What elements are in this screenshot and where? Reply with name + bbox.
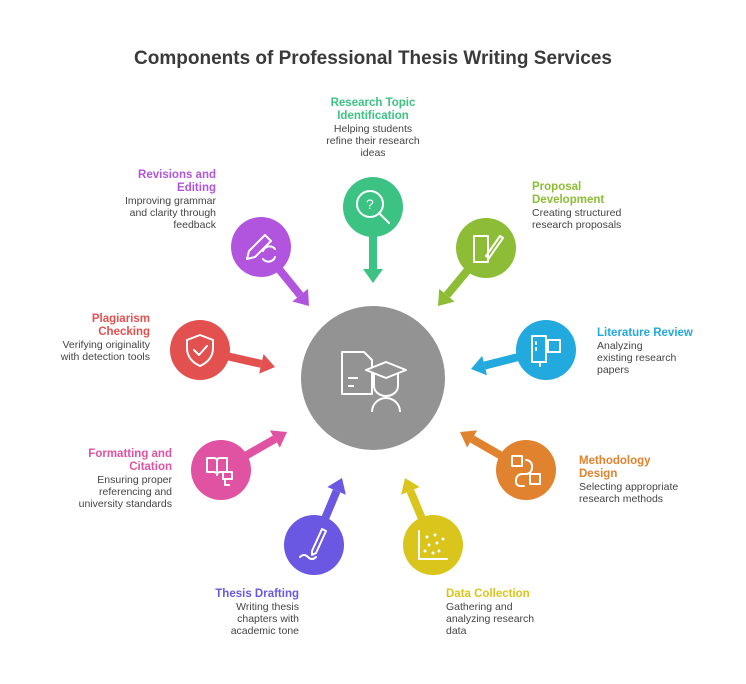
- label-desc: Ensuring proper referencing and universi…: [78, 474, 172, 510]
- node-formatting: [191, 430, 287, 500]
- label-plagiarism: Plagiarism Checking Verifying originalit…: [40, 313, 150, 363]
- book-quote-icon: [206, 457, 233, 486]
- node-circle: [170, 320, 230, 380]
- label-data: Data Collection Gathering and analyzing …: [446, 588, 556, 637]
- scatter-plot-icon: [418, 530, 448, 560]
- head-question-magnifier-icon: ?: [356, 190, 390, 224]
- label-drafting: Thesis Drafting Writing thesis chapters …: [189, 588, 299, 637]
- label-title: Revisions and Editing: [138, 169, 216, 194]
- label-title: Literature Review: [597, 327, 693, 339]
- arrow-head: [471, 355, 488, 376]
- label-methodology: Methodology Design Selecting appropriate…: [579, 455, 689, 505]
- node-plagiarism: [170, 320, 275, 380]
- label-desc: Writing thesis chapters with academic to…: [230, 601, 299, 637]
- node-proposal: [438, 218, 516, 306]
- node-literature: [471, 320, 576, 380]
- arrow-head: [401, 478, 420, 495]
- label-desc: Verifying originality with detection too…: [60, 339, 150, 363]
- arrow-head: [460, 430, 478, 448]
- label-desc: Selecting appropriate research methods: [579, 481, 679, 505]
- node-drafting: [284, 478, 346, 575]
- node-circle: [191, 440, 251, 500]
- svg-text:?: ?: [366, 196, 374, 212]
- process-flow-icon: [511, 455, 541, 487]
- node-methodology: [460, 430, 556, 500]
- arrow-head: [292, 288, 309, 306]
- thesis-graduate-icon: [341, 351, 407, 413]
- label-title: Data Collection: [446, 588, 530, 600]
- label-title: Methodology Design: [579, 455, 651, 480]
- label-research: Research Topic Identification Helping st…: [298, 97, 448, 159]
- label-desc: Creating structured research proposals: [532, 207, 622, 231]
- pencil-refresh-icon: [246, 234, 276, 263]
- label-literature: Literature Review Analyzing existing res…: [597, 327, 707, 376]
- node-data: [401, 478, 463, 575]
- node-revisions: [231, 217, 309, 306]
- node-research: ?: [343, 177, 403, 283]
- label-desc: Helping students refine their research i…: [326, 123, 420, 159]
- arrow-head: [438, 288, 455, 306]
- label-desc: Gathering and analyzing research data: [446, 601, 535, 637]
- node-circle: [403, 515, 463, 575]
- label-title: Thesis Drafting: [215, 588, 299, 600]
- arrow-head: [269, 430, 287, 448]
- label-formatting: Formatting and Citation Ensuring proper …: [62, 448, 172, 510]
- label-proposal: Proposal Development Creating structured…: [532, 181, 642, 231]
- arrow-head: [327, 478, 346, 495]
- books-icon: [531, 335, 561, 367]
- label-title: Plagiarism Checking: [91, 313, 150, 338]
- document-pen-icon: [473, 235, 504, 263]
- label-revisions: Revisions and Editing Improving grammar …: [106, 169, 216, 231]
- shield-check-icon: [186, 334, 214, 367]
- label-title: Proposal Development: [532, 181, 605, 206]
- label-title: Research Topic Identification: [330, 97, 416, 122]
- arrow-head: [363, 269, 383, 283]
- pen-signature-icon: [299, 528, 327, 560]
- label-title: Formatting and Citation: [88, 448, 172, 473]
- arrow-head: [259, 354, 275, 374]
- label-desc: Improving grammar and clarity through fe…: [124, 195, 216, 231]
- node-circle: [456, 218, 516, 278]
- node-circle: [496, 440, 556, 500]
- diagram-title: Components of Professional Thesis Writin…: [134, 48, 612, 69]
- label-desc: Analyzing existing research papers: [597, 340, 677, 376]
- node-circle: [231, 217, 291, 277]
